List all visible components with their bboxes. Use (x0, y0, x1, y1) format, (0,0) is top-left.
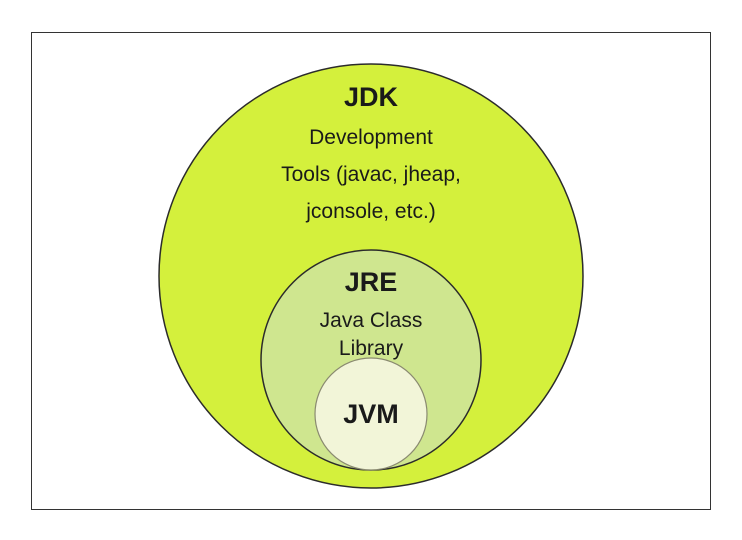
jre-line-2: Library (339, 337, 404, 360)
jre-title: JRE (345, 267, 398, 297)
jvm-title: JVM (343, 399, 399, 429)
jdk-line-1: Development (309, 126, 433, 149)
jvm-circle (314, 357, 428, 471)
jdk-line-2: Tools (javac, jheap, (281, 163, 461, 186)
jdk-title: JDK (344, 82, 399, 112)
jre-line-1: Java Class (320, 309, 423, 332)
jdk-line-3: jconsole, etc.) (305, 200, 436, 223)
